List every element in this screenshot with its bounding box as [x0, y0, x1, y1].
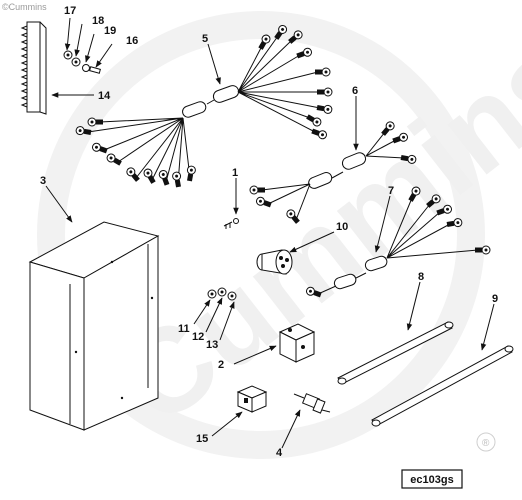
ring-terminal-icon [274, 24, 288, 40]
callout-18: 18 [92, 15, 104, 27]
part-nuts-11-13 [207, 287, 237, 301]
ring-terminal-icon [255, 196, 272, 208]
terminal-tooth [20, 39, 28, 45]
ring-terminal-icon [305, 286, 322, 298]
callout-17: 17 [64, 5, 76, 17]
ring-terminal-icon [286, 209, 300, 224]
part-switch-10 [256, 249, 293, 275]
figure-code: ec103gs [410, 474, 453, 486]
callout-12: 12 [192, 331, 204, 343]
callout-9: 9 [492, 293, 498, 305]
terminal-tooth [20, 74, 28, 80]
callout-7: 7 [388, 185, 394, 197]
ring-terminal-icon [316, 104, 333, 114]
ring-terminal-icon [143, 168, 156, 184]
callout-14: 14 [98, 90, 111, 102]
ring-terminal-icon [172, 171, 182, 188]
ring-terminal-icon [426, 194, 441, 208]
callout-13: 13 [206, 339, 218, 351]
part-block-2 [278, 323, 316, 363]
ring-terminal-icon [315, 67, 331, 77]
ring-terminal-icon [126, 167, 140, 182]
ring-terminal-icon [317, 87, 333, 97]
ring-terminal-icon [106, 153, 122, 166]
ring-terminal-icon [158, 169, 170, 186]
ring-terminal-icon [381, 121, 395, 136]
callout-3: 3 [40, 175, 46, 187]
ring-terminal-icon [87, 117, 103, 127]
callout-labels: 17 18 19 16 14 5 6 3 1 10 7 8 9 11 12 13… [40, 5, 498, 459]
part-screw-1 [223, 218, 239, 229]
callout-10: 10 [336, 221, 348, 233]
ring-terminal-icon [392, 132, 409, 144]
registered-mark: ® [482, 438, 490, 449]
callout-2: 2 [218, 359, 224, 371]
callout-1: 1 [232, 167, 238, 179]
callout-19: 19 [104, 25, 116, 37]
terminal-tooth [20, 32, 28, 38]
ring-terminal-icon [91, 142, 108, 154]
part-harness-7 [305, 186, 491, 298]
callout-5: 5 [202, 33, 208, 45]
ring-terminal-icon [249, 185, 265, 195]
ring-terminal-icon [296, 47, 313, 59]
callout-leaders [45, 17, 495, 449]
terminal-tooth [20, 95, 28, 101]
terminal-tooth [20, 46, 28, 52]
terminal-tooth [20, 81, 28, 87]
ring-terminal-icon [75, 126, 92, 136]
watermark-copyright: ©Cummins [2, 2, 47, 12]
ring-terminal-icon [186, 165, 196, 182]
part-sensor-4 [293, 393, 331, 414]
ring-terminal-icon [288, 30, 303, 44]
part-enclosure-3 [28, 221, 160, 431]
ring-terminal-icon [400, 154, 417, 164]
part-terminal-strip [20, 21, 47, 115]
part-harness-5 [75, 24, 333, 188]
ring-terminal-icon [436, 204, 453, 216]
terminal-tooth [20, 102, 28, 108]
terminal-tooth [20, 53, 28, 59]
ring-terminal-icon [306, 114, 322, 127]
ring-terminal-icon [475, 245, 491, 255]
part-strap-8 [337, 321, 454, 385]
ring-terminal-icon [408, 186, 421, 202]
callout-4: 4 [276, 447, 283, 459]
part-switch-15 [236, 385, 268, 413]
callout-16: 16 [126, 35, 138, 47]
ring-terminal-icon [446, 218, 463, 228]
callout-11: 11 [178, 323, 190, 335]
callout-6: 6 [352, 85, 358, 97]
part-harness-6 [249, 121, 417, 224]
terminal-tooth [20, 88, 28, 94]
ring-terminal-icon [258, 34, 271, 50]
terminal-tooth [20, 60, 28, 66]
terminal-tooth [20, 67, 28, 73]
part-hardware-small [63, 50, 101, 74]
callout-15: 15 [196, 433, 208, 445]
terminal-tooth [20, 25, 28, 31]
ring-terminal-icon [311, 128, 328, 140]
part-strap-9 [371, 345, 514, 427]
figure-code-box: ec103gs [401, 469, 463, 489]
registered-mark-circle [476, 432, 496, 452]
callout-8: 8 [418, 271, 424, 283]
